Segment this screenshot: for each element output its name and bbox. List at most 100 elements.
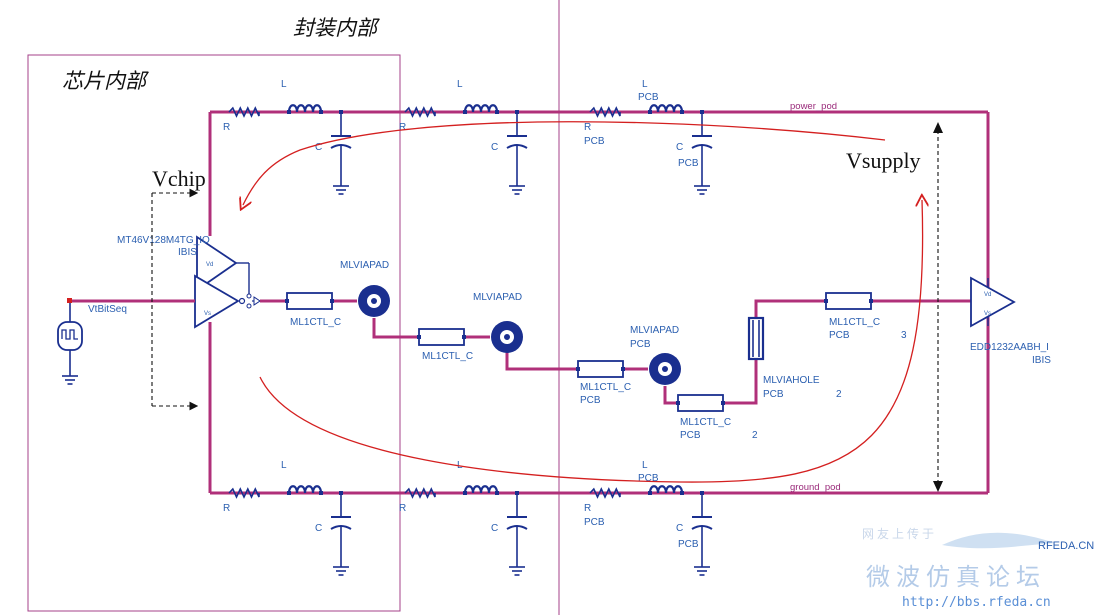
via-pad-3-label: MLVIAPAD — [630, 325, 679, 336]
via-pad-1[interactable] — [358, 285, 390, 317]
capacitor-label: C — [491, 142, 498, 153]
inductor[interactable] — [648, 485, 684, 494]
receiver-name-label: EDD1232AABH_I — [970, 342, 1049, 353]
via-pad-3[interactable] — [649, 353, 681, 385]
watermark-brand: RFEDA.CN — [1038, 540, 1094, 552]
source-label: VtBitSeq — [88, 304, 127, 315]
ml1ctl-label: ML1CTL_C — [290, 317, 341, 328]
via-hole-pcb-label: PCB — [763, 389, 784, 400]
ml1ctl-label: ML1CTL_C — [829, 317, 880, 328]
ml1ctl-pcb-label: PCB — [580, 395, 601, 406]
current-loop-arrows — [243, 121, 923, 483]
resistor[interactable] — [404, 106, 436, 118]
via-pad-2-label: MLVIAPAD — [473, 292, 522, 303]
driver-pin-vs: Vs — [204, 311, 211, 317]
driver-upper-triangle — [196, 235, 238, 292]
inductor[interactable] — [648, 104, 684, 113]
ml1ctl-label: ML1CTL_C — [680, 417, 731, 428]
receiver-buffer[interactable]: Vd Vs — [970, 276, 1016, 328]
region-frames — [27, 0, 560, 615]
resistor-label: R — [584, 122, 591, 133]
via-pad-3-pcb-label: PCB — [630, 339, 651, 350]
rlc-stage-4: R L C — [223, 460, 352, 576]
upper-current-arrow — [243, 121, 886, 205]
capacitor-label: C — [676, 142, 683, 153]
ml1ctl-number: 2 — [752, 430, 758, 441]
via-hole-number: 2 — [836, 389, 842, 400]
resistor[interactable] — [228, 487, 260, 499]
ml1ctl-line-4[interactable]: ML1CTL_C PCB 2 — [676, 394, 758, 441]
inductor[interactable] — [463, 485, 499, 494]
ml1ctl-line-1[interactable]: ML1CTL_C — [285, 292, 341, 328]
capacitor-pcb-label: PCB — [678, 158, 699, 169]
lower-current-arrow — [259, 200, 923, 483]
resistor-label: R — [584, 503, 591, 514]
resistor[interactable] — [589, 487, 621, 499]
chip-region-label: 芯片内部 — [62, 69, 149, 93]
driver-lower-triangle — [194, 274, 240, 329]
via-hole-label: MLVIAHOLE — [763, 375, 820, 386]
ml1ctl-label: ML1CTL_C — [422, 351, 473, 362]
driver-name-label: MT46V128M4TG_IO — [117, 235, 210, 246]
driver-pin-vd: Vd — [206, 262, 213, 268]
receiver-model-label: IBIS — [1032, 355, 1051, 366]
driver-buffer[interactable]: Vd Vs — [194, 235, 261, 329]
power-rlc-stages: R L C R L C R L C PCB PCB PCB — [223, 79, 713, 195]
rlc-stage-2: R L C — [399, 79, 528, 195]
rlc-stage-3: R L C PCB PCB PCB — [584, 79, 713, 195]
chip-region-frame — [27, 54, 401, 612]
via-pad-2[interactable] — [491, 321, 523, 353]
inductor-label: L — [642, 79, 648, 90]
inductor[interactable] — [463, 104, 499, 113]
vchip-bracket — [151, 188, 199, 411]
inductor-label: L — [281, 460, 287, 471]
watermark: 网友上传于 RFEDA.CN 微波仿真论坛 http://bbs.rfeda.c… — [862, 526, 1094, 610]
ml1ctl-number: 3 — [901, 330, 907, 341]
resistor-label: R — [223, 122, 230, 133]
vsupply-bracket — [933, 122, 943, 492]
inductor-label: L — [457, 79, 463, 90]
power-net-label: power_pod — [790, 101, 837, 112]
resistor-label: R — [399, 503, 406, 514]
watermark-wings-icon — [942, 532, 1055, 549]
inductor-pcb-label: PCB — [638, 473, 659, 484]
inductor[interactable] — [287, 104, 323, 113]
resistor-pcb-label: PCB — [584, 136, 605, 147]
watermark-url: http://bbs.rfeda.cn — [902, 595, 1051, 610]
bit-sequence-source[interactable] — [57, 298, 195, 385]
inductor-label: L — [642, 460, 648, 471]
receiver-pin-vd: Vd — [984, 292, 991, 298]
watermark-site-name: 微波仿真论坛 — [866, 563, 1046, 591]
resistor-label: R — [223, 503, 230, 514]
capacitor-pcb-label: PCB — [678, 539, 699, 550]
receiver-pin-vs: Vs — [984, 311, 991, 317]
ml1ctl-line-2[interactable]: ML1CTL_C — [417, 328, 473, 362]
vsupply-label: Vsupply — [846, 148, 921, 173]
rlc-stage-5: RLC — [399, 460, 528, 576]
watermark-slogan: 网友上传于 — [862, 526, 937, 541]
vchip-label: Vchip — [152, 166, 206, 191]
ml1ctl-pcb-label: PCB — [680, 430, 701, 441]
ground-net-label: ground_pod — [790, 482, 841, 493]
rlc-stage-1: R L C — [223, 79, 352, 195]
via-hole[interactable] — [747, 316, 765, 361]
inductor-label: L — [281, 79, 287, 90]
inductor-pcb-label: PCB — [638, 92, 659, 103]
driver-model-label: IBIS — [178, 247, 197, 258]
resistor-label: R — [399, 122, 406, 133]
resistor[interactable] — [228, 106, 260, 118]
resistor-pcb-label: PCB — [584, 517, 605, 528]
signal-path — [260, 299, 971, 405]
capacitor-label: C — [315, 523, 322, 534]
resistor[interactable] — [404, 487, 436, 499]
package-region-label: 封装内部 — [293, 16, 380, 40]
inductor[interactable] — [287, 485, 323, 494]
resistor[interactable] — [589, 106, 621, 118]
capacitor-label: C — [491, 523, 498, 534]
capacitor-label: C — [315, 142, 322, 153]
